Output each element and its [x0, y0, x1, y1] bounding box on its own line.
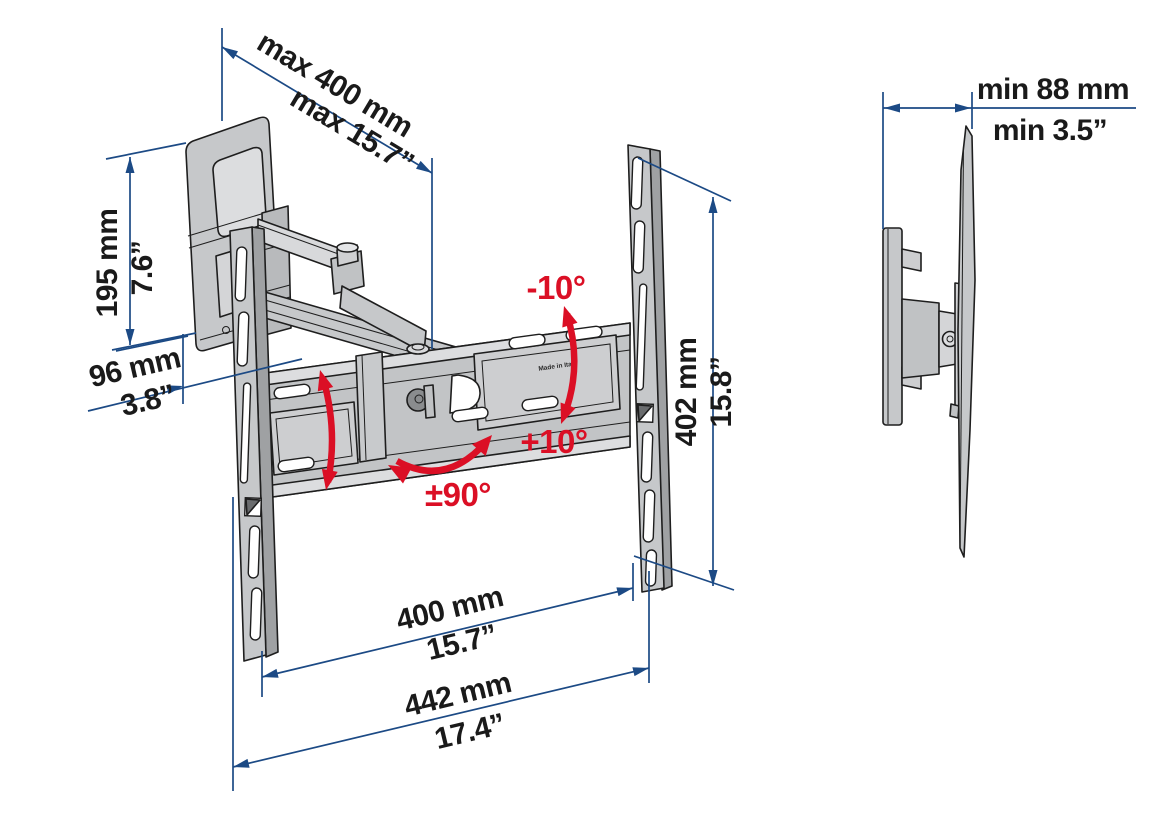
left-tv-rail — [229, 226, 279, 662]
right-tv-rail — [627, 144, 673, 593]
dim-vesa-width: 400 mm 15.7” — [261, 563, 634, 697]
dim-min-wall-distance-metric: min 88 mm — [977, 73, 1129, 106]
arm-pivot-cap — [336, 242, 359, 253]
dim-min-wall-distance-imperial: min 3.5” — [993, 114, 1107, 147]
dim-min-wall-distance: min 88 mm min 3.5” — [882, 73, 1136, 229]
motion-annotations: -10° +10° ±90° — [317, 269, 588, 513]
side-view — [882, 125, 976, 558]
dim-plate-height-imperial: 7.6” — [126, 241, 159, 296]
side-wall-plate — [882, 227, 903, 426]
dim-plate-height-metric: 195 mm — [91, 209, 124, 318]
vesa-plate: Made in Italy — [257, 322, 631, 500]
swivel-arc — [395, 438, 490, 475]
tilt-up-angle-label: -10° — [527, 269, 586, 306]
dim-bracket-height: 402 mm 15.8” — [633, 157, 738, 591]
tilt-down-angle-label: +10° — [520, 423, 587, 460]
dim-wall-plate-height: 195 mm 7.6” — [91, 142, 197, 351]
front-isometric-view: Made in Italy — [185, 116, 673, 662]
dim-bracket-height-imperial: 15.8” — [705, 357, 738, 428]
swivel-angle-label: ±90° — [425, 476, 491, 513]
elbow-pivot — [406, 343, 430, 355]
upper-arm — [257, 218, 427, 354]
dim-bracket-height-metric: 402 mm — [670, 338, 703, 447]
side-folded-arm — [901, 298, 940, 379]
